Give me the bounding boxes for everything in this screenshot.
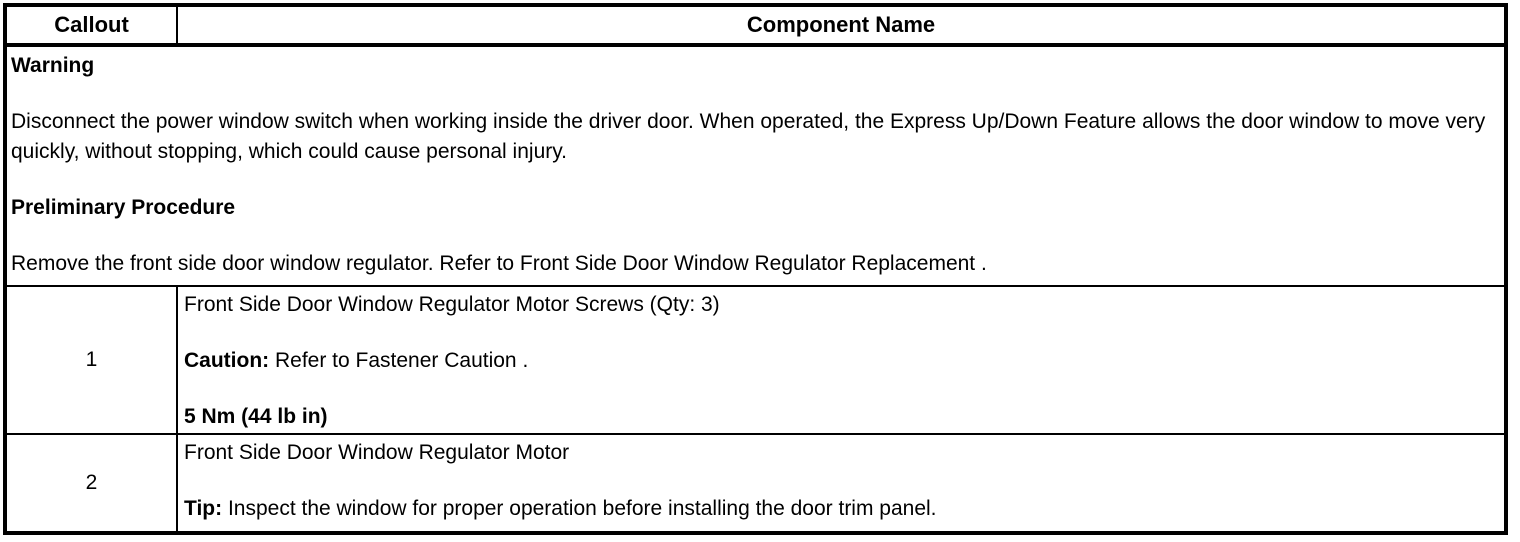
preliminary-procedure-title: Preliminary Procedure — [11, 196, 236, 219]
tip-label: Tip: — [184, 497, 223, 520]
tip-text: Inspect the window for proper operation … — [222, 497, 937, 520]
callout-column-header: Callout — [54, 12, 129, 37]
preamble-cell: Warning Disconnect the power window swit… — [7, 47, 1504, 287]
component-cell-row-1: Front Side Door Window Regulator Motor S… — [178, 287, 1504, 435]
callout-cell-row-1: 1 — [7, 287, 178, 435]
preliminary-procedure-text: Remove the front side door window regula… — [11, 252, 987, 275]
header-cell-component-name: Component Name — [178, 7, 1504, 47]
header-cell-callout: Callout — [7, 7, 178, 47]
component-callout-table: Callout Component Name Warning Disconnec… — [3, 3, 1508, 535]
caution-note: Caution: Refer to Fastener Caution . — [184, 346, 1494, 376]
callout-number: 1 — [85, 348, 98, 371]
warning-text: Disconnect the power window switch when … — [11, 110, 1486, 163]
component-name-text: Front Side Door Window Regulator Motor — [184, 441, 570, 464]
tip-note: Tip: Inspect the window for proper opera… — [184, 494, 1494, 524]
caution-label: Caution: — [184, 349, 270, 372]
callout-cell-row-2: 2 — [7, 435, 178, 531]
component-cell-row-2: Front Side Door Window Regulator Motor T… — [178, 435, 1504, 531]
component-name-text: Front Side Door Window Regulator Motor S… — [184, 293, 720, 316]
torque-spec: 5 Nm (44 lb in) — [184, 405, 328, 428]
caution-text: Refer to Fastener Caution . — [269, 349, 529, 372]
callout-number: 2 — [85, 471, 98, 494]
warning-title: Warning — [11, 54, 95, 77]
component-name-column-header: Component Name — [746, 12, 936, 37]
